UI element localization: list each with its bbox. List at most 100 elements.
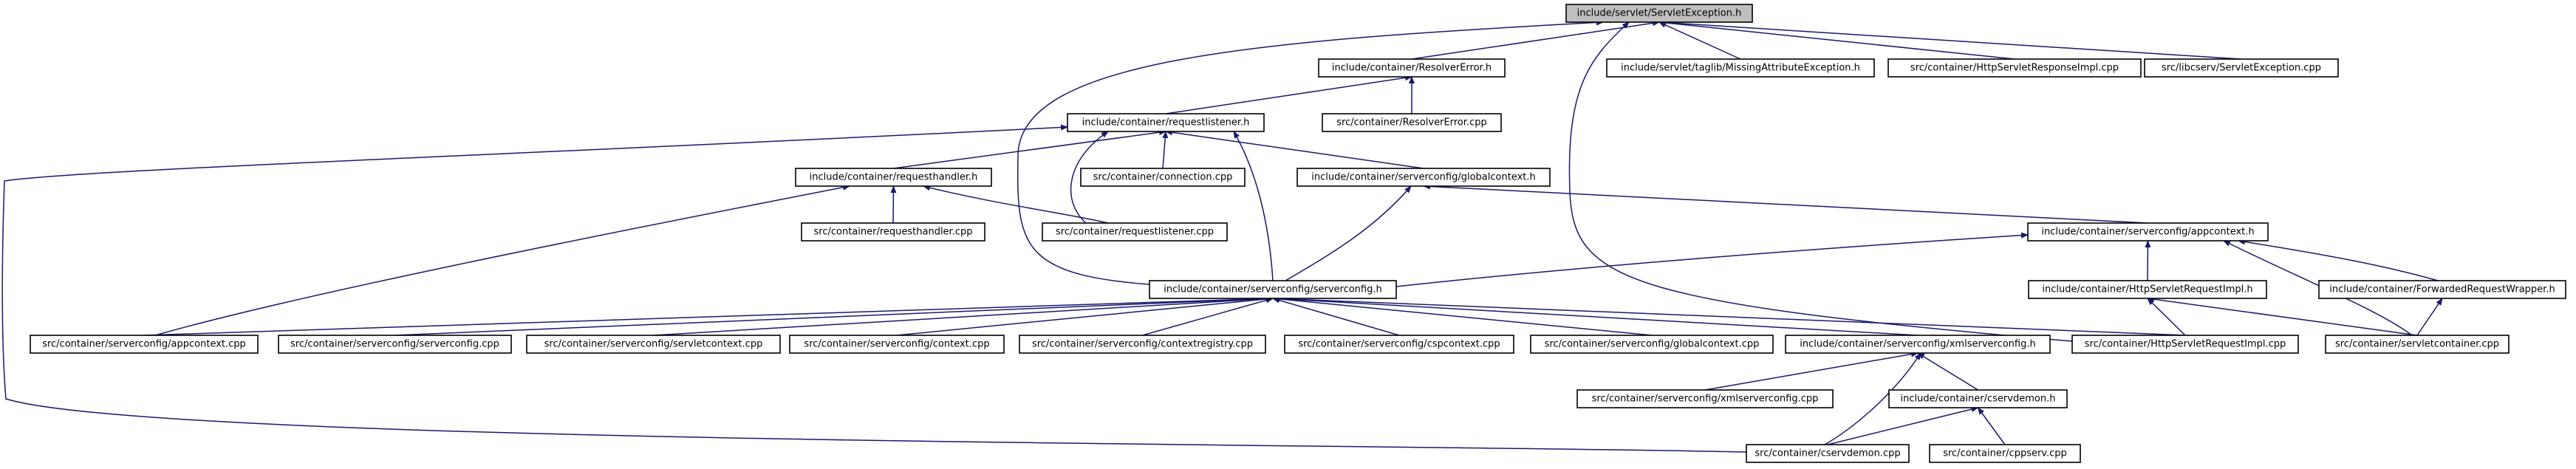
edge-libcserv_servletexception_cpp-includes-servletexception_h bbox=[1658, 19, 2242, 60]
node-box bbox=[1019, 335, 1266, 354]
node-label: include/container/serverconfig/servercon… bbox=[1164, 284, 1382, 295]
edge-cspcontext_cpp-includes-serverconfig_h bbox=[1272, 297, 1400, 336]
node-resolvererror-h[interactable]: include/container/ResolverError.h bbox=[1318, 58, 1506, 78]
node-box bbox=[2318, 280, 2566, 299]
node-label: src/container/serverconfig/contextregist… bbox=[1032, 339, 1253, 350]
node-httpservletresponseimpl-cpp[interactable]: src/container/HttpServletResponseImpl.cp… bbox=[1887, 58, 2142, 78]
node-label: include/container/ResolverError.h bbox=[1332, 63, 1492, 74]
node-forwardedrequestwrapper-h[interactable]: include/container/ForwardedRequestWrappe… bbox=[2318, 280, 2566, 299]
node-box bbox=[1530, 335, 1774, 354]
node-appcontext-h[interactable]: include/container/serverconfig/appcontex… bbox=[2027, 222, 2269, 242]
node-box bbox=[1080, 168, 1246, 187]
node-contextregistry-cpp[interactable]: src/container/serverconfig/contextregist… bbox=[1019, 335, 1266, 354]
node-label: include/container/cservdemon.h bbox=[1901, 394, 2056, 405]
node-serverconfig-h[interactable]: include/container/serverconfig/servercon… bbox=[1149, 280, 1397, 299]
edge-xmlserverconfig_h-includes-serverconfig_h bbox=[1272, 295, 1919, 336]
node-httpservletrequestimpl-cpp[interactable]: src/container/HttpServletRequestImpl.cpp bbox=[2071, 335, 2299, 354]
node-servletcontext-cpp[interactable]: src/container/serverconfig/servletcontex… bbox=[526, 335, 781, 354]
edge-forwardedrequestwrapper_h-includes-appcontext_h bbox=[2238, 239, 2439, 281]
node-label: src/container/serverconfig/globalcontext… bbox=[1545, 339, 1760, 350]
node-label: src/container/HttpServletResponseImpl.cp… bbox=[1910, 63, 2119, 74]
node-label: src/container/cservdemon.cpp bbox=[1755, 448, 1900, 459]
edge-serverconfig_h-includes-servletexception_h bbox=[1017, 19, 1604, 285]
node-box bbox=[1318, 58, 1506, 78]
node-cservdemon-h[interactable]: include/container/cservdemon.h bbox=[1888, 389, 2068, 408]
edge-httpservletrequestimpl_cpp-includes-httpservletrequestimpl_h bbox=[2147, 298, 2186, 336]
node-cspcontext-cpp[interactable]: src/container/serverconfig/cspcontext.cp… bbox=[1284, 335, 1514, 354]
edge-cservdemon_cpp-includes-cservdemon_h bbox=[1827, 406, 1979, 445]
node-appcontext-cpp[interactable]: src/container/serverconfig/appcontext.cp… bbox=[30, 335, 259, 354]
node-httpservletrequestimpl-h[interactable]: include/container/HttpServletRequestImpl… bbox=[2028, 280, 2267, 299]
node-label: include/container/serverconfig/globalcon… bbox=[1311, 172, 1536, 183]
node-box bbox=[1149, 280, 1397, 299]
edge-httpservletrequestimpl_cpp-includes-servletexception_h bbox=[1568, 21, 2073, 342]
node-label: src/container/serverconfig/context.cpp bbox=[804, 339, 989, 350]
node-label: include/container/requesthandler.h bbox=[810, 172, 978, 183]
node-serverconfig-cpp[interactable]: src/container/serverconfig/serverconfig.… bbox=[278, 335, 512, 354]
edge-serverconfig_h-includes-appcontext_h bbox=[1395, 232, 2029, 287]
edge-requesthandler_cpp-includes-requesthandler_h bbox=[890, 185, 897, 224]
node-globalcontext-h[interactable]: include/container/serverconfig/globalcon… bbox=[1296, 168, 1551, 187]
node-label: include/container/ForwardedRequestWrappe… bbox=[2329, 284, 2555, 295]
node-label: src/container/serverconfig/cspcontext.cp… bbox=[1298, 339, 1500, 350]
node-cppserv-cpp[interactable]: src/container/cppserv.cpp bbox=[1929, 444, 2081, 463]
node-box bbox=[1887, 58, 2142, 78]
node-box bbox=[30, 335, 259, 354]
edge-httpservletresponseimpl_cpp-includes-servletexception_h bbox=[1658, 19, 2015, 60]
node-cservdemon-cpp[interactable]: src/container/cservdemon.cpp bbox=[1746, 444, 1910, 463]
node-requestlistener-h[interactable]: include/container/requestlistener.h bbox=[1067, 113, 1265, 132]
node-box bbox=[795, 168, 992, 187]
node-xmlserverconfig-h[interactable]: include/container/serverconfig/xmlserver… bbox=[1785, 335, 2051, 354]
node-context-cpp[interactable]: src/container/serverconfig/context.cpp bbox=[789, 335, 1005, 354]
node-box bbox=[2071, 335, 2299, 354]
node-globalcontext-cpp[interactable]: src/container/serverconfig/globalcontext… bbox=[1530, 335, 1774, 354]
node-box bbox=[801, 222, 985, 242]
node-libcserv-servletexception-cpp[interactable]: src/libcserv/ServletException.cpp bbox=[2144, 58, 2339, 78]
edge-appcontext_h-includes-globalcontext_h bbox=[1423, 183, 2148, 224]
edge-cservdemon_cpp-includes-requestlistener_h bbox=[1, 124, 1747, 453]
node-box bbox=[1042, 222, 1228, 242]
node-label: src/container/requestlistener.cpp bbox=[1056, 227, 1214, 238]
edge-serverconfig_cpp-includes-serverconfig_h bbox=[394, 295, 1274, 336]
edge-serverconfig_h-includes-globalcontext_h bbox=[1285, 185, 1412, 281]
node-requesthandler-h[interactable]: include/container/requesthandler.h bbox=[795, 168, 992, 187]
node-xmlserverconfig-cpp[interactable]: src/container/serverconfig/xmlserverconf… bbox=[1576, 389, 1834, 408]
node-box bbox=[1067, 113, 1265, 132]
node-label: src/container/serverconfig/xmlserverconf… bbox=[1592, 394, 1819, 405]
edge-requestlistener_h-includes-resolvererror_h bbox=[1165, 75, 1412, 114]
node-requesthandler-cpp[interactable]: src/container/requesthandler.cpp bbox=[801, 222, 985, 242]
node-missingattribute-h[interactable]: include/servlet/taglib/MissingAttributeE… bbox=[1606, 58, 1875, 78]
node-label: src/container/serverconfig/appcontext.cp… bbox=[42, 339, 246, 350]
node-connection-cpp[interactable]: src/container/connection.cpp bbox=[1080, 168, 1246, 187]
edge-cservdemon_cpp-includes-xmlserverconfig_h bbox=[1824, 352, 1921, 445]
edge-appcontext_cpp-includes-serverconfig_h bbox=[143, 295, 1274, 336]
edge-cservdemon_h-includes-xmlserverconfig_h bbox=[1917, 352, 1978, 391]
node-servletexception-h[interactable]: include/servlet/ServletException.h bbox=[1565, 4, 1753, 23]
edge-context_cpp-includes-serverconfig_h bbox=[896, 295, 1274, 336]
edge-missingattribute_h-includes-servletexception_h bbox=[1658, 21, 1741, 60]
edge-requestlistener_cpp-includes-requestlistener_h bbox=[1070, 131, 1109, 224]
edge-xmlserverconfig_cpp-includes-xmlserverconfig_h bbox=[1704, 351, 1919, 391]
nodes-layer: include/servlet/ServletException.h includ… bbox=[30, 4, 2566, 463]
node-servletcontainer-cpp[interactable]: src/container/servletcontainer.cpp bbox=[2325, 335, 2510, 354]
node-requestlistener-cpp[interactable]: src/container/requestlistener.cpp bbox=[1042, 222, 1228, 242]
edge-connection_cpp-includes-requestlistener_h bbox=[1162, 131, 1169, 169]
node-label: src/libcserv/ServletException.cpp bbox=[2162, 63, 2321, 74]
node-box bbox=[2144, 58, 2339, 78]
edge-servletcontext_cpp-includes-serverconfig_h bbox=[653, 295, 1274, 336]
node-box bbox=[2028, 280, 2267, 299]
node-box bbox=[2325, 335, 2510, 354]
edge-serverconfig_h-includes-requestlistener_h bbox=[1233, 131, 1274, 281]
edges-layer bbox=[1, 19, 2443, 453]
edge-globalcontext_h-includes-requestlistener_h bbox=[1165, 129, 1424, 169]
node-box bbox=[278, 335, 512, 354]
node-label: include/servlet/ServletException.h bbox=[1577, 8, 1742, 19]
node-label: src/container/servletcontainer.cpp bbox=[2335, 339, 2499, 350]
edge-cppserv_cpp-includes-cservdemon_h bbox=[1977, 407, 2006, 445]
node-label: src/container/HttpServletRequestImpl.cpp bbox=[2085, 339, 2286, 350]
node-box bbox=[1888, 389, 2068, 408]
node-resolvererror-cpp[interactable]: src/container/ResolverError.cpp bbox=[1322, 113, 1502, 132]
node-box bbox=[1576, 389, 1834, 408]
node-label: src/container/connection.cpp bbox=[1093, 172, 1233, 183]
node-label: include/servlet/taglib/MissingAttributeE… bbox=[1621, 63, 1860, 74]
